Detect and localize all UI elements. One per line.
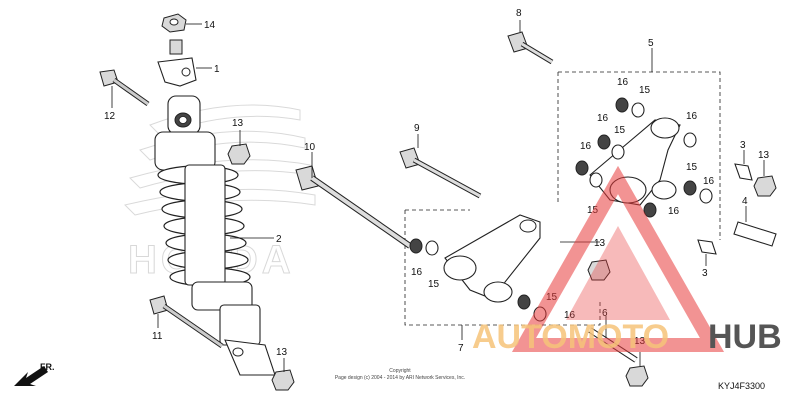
- callout-14: 14: [204, 20, 216, 31]
- callout-6: 6: [602, 308, 608, 319]
- callout-5: 5: [648, 38, 654, 49]
- copyright-line-1: Copyright: [389, 368, 411, 374]
- automotohub-watermark: AUTOMOTO HUB: [472, 165, 782, 356]
- dust-seals-and-bushings: [409, 97, 713, 322]
- nut-13-bottom-right: [625, 365, 649, 387]
- pipe-4: [733, 221, 777, 247]
- callout-12: 12: [104, 111, 116, 122]
- callout-15-e: 15: [428, 279, 440, 290]
- front-label: FR.: [40, 362, 55, 372]
- group-box-7: [404, 210, 601, 326]
- callout-1: 1: [214, 64, 220, 75]
- callout-13-upper: 13: [232, 118, 244, 129]
- shock-mount-bracket: [157, 39, 197, 87]
- callout-13-lower: 13: [276, 347, 288, 358]
- flange-nut-14: [161, 13, 187, 33]
- callout-4: 4: [742, 196, 748, 207]
- callout-16-d: 16: [686, 111, 698, 122]
- bolt-9: [399, 147, 482, 199]
- callout-13-arm: 13: [594, 238, 606, 249]
- rear-shock-absorber: [154, 95, 276, 376]
- nut-13-arm: [587, 259, 611, 281]
- connecting-rod-7: [443, 214, 541, 303]
- callout-10: 10: [304, 142, 316, 153]
- callout-15-b: 15: [614, 125, 626, 136]
- callout-3-upper: 3: [740, 140, 746, 151]
- callout-7: 7: [458, 343, 464, 354]
- front-direction-marker: FR.: [14, 362, 55, 386]
- copyright-line-2: Page design (c) 2004 - 2014 by ARI Netwo…: [335, 375, 465, 381]
- callout-16-a: 16: [617, 77, 629, 88]
- callout-16-h: 16: [564, 310, 576, 321]
- group-box-5: [558, 71, 721, 240]
- diagram-code: KYJ4F3300: [718, 381, 765, 391]
- callout-16-f: 16: [668, 206, 680, 217]
- nut-13-right: [753, 175, 777, 197]
- bolt-8: [507, 31, 554, 65]
- callout-16-g: 16: [411, 267, 423, 278]
- callout-9: 9: [414, 123, 420, 134]
- bolt-11: [149, 295, 224, 349]
- copyright-block: Copyright Page design (c) 2004 - 2014 by…: [335, 368, 465, 381]
- watermark-hub-text: HUB: [708, 318, 782, 356]
- callout-16-c: 16: [580, 141, 592, 152]
- nut-13-lower-shock: [271, 369, 295, 391]
- callout-2: 2: [276, 234, 282, 245]
- bolt-10: [295, 165, 412, 249]
- callout-15-a: 15: [639, 85, 651, 96]
- callout-8: 8: [516, 8, 522, 19]
- callout-11: 11: [152, 331, 163, 342]
- bolt-12: [99, 69, 150, 107]
- collar-3: [697, 163, 753, 255]
- watermark-auto-text: AUTOMOTO: [472, 318, 669, 356]
- nut-13-upper-shock: [227, 143, 251, 165]
- callout-13-right: 13: [758, 150, 770, 161]
- callout-3-lower: 3: [702, 268, 708, 279]
- callout-16-e: 16: [703, 176, 715, 187]
- callout-15-c: 15: [686, 162, 698, 173]
- callout-16-b: 16: [597, 113, 609, 124]
